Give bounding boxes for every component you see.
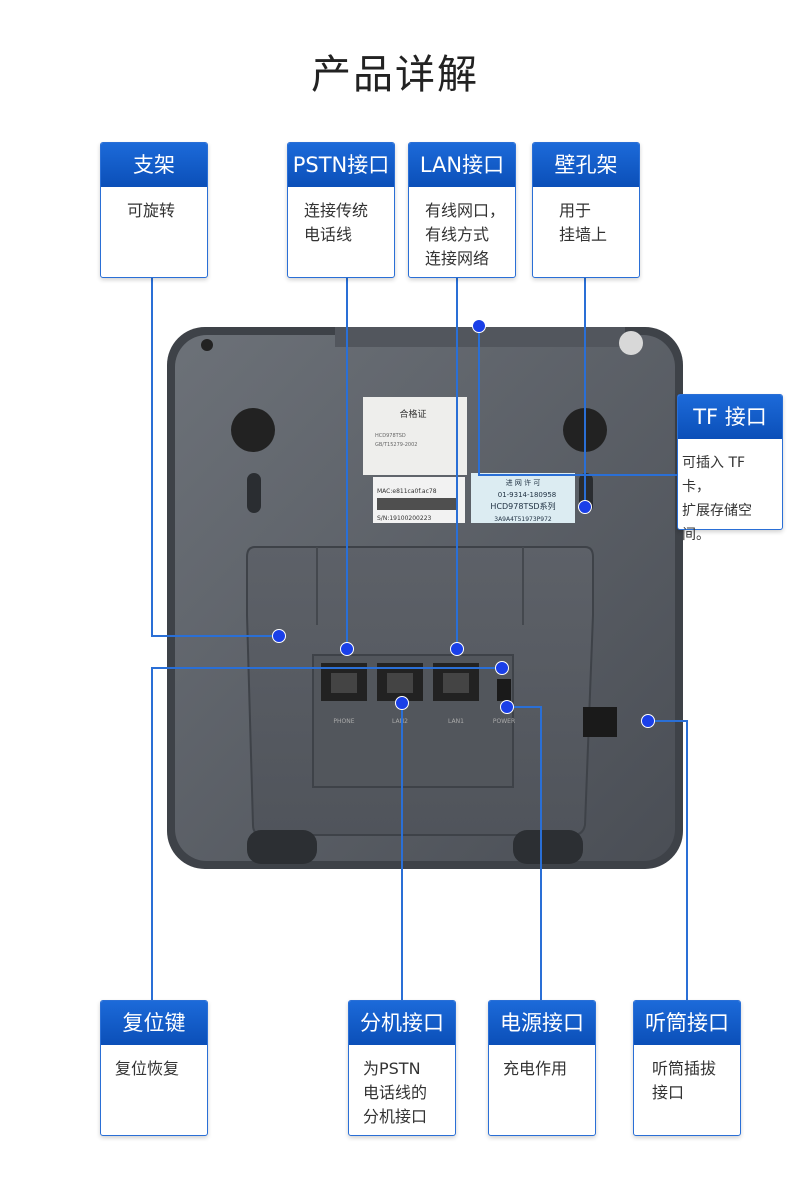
leader-line: [686, 720, 688, 1001]
net-model: HCD978TSD系列: [490, 501, 555, 511]
certificate-label: [363, 397, 467, 475]
leader-line: [151, 635, 279, 637]
keyhole-left: [247, 473, 261, 513]
leader-line: [584, 277, 586, 507]
page-title: 产品详解: [311, 52, 479, 98]
callout-tf-desc: 可插入 TF 卡， 扩展存储空间。: [682, 455, 752, 543]
callout-wall-mount: 壁孔架 用于 挂墙上: [532, 142, 640, 278]
leader-line: [401, 703, 403, 1001]
callout-reset-title: 复位键: [101, 1001, 207, 1045]
net-title: 进 网 许 可: [506, 478, 541, 487]
port-power-label: POWER: [493, 718, 515, 725]
sn-text: S/N:19100200223: [377, 515, 432, 522]
foot-right: [513, 830, 583, 864]
callout-power-desc: 充电作用: [503, 1059, 568, 1078]
handset-jack: [583, 707, 617, 737]
net-code: 3A9A4T51973P972: [494, 516, 552, 523]
callout-extension: 分机接口 为PSTN 电话线的 分机接口: [348, 1000, 456, 1136]
marker-dot: [641, 714, 655, 728]
callout-stand-title: 支架: [101, 143, 207, 187]
leader-line: [456, 277, 458, 649]
port-phone-label: PHONE: [333, 718, 354, 725]
callout-tf: TF 接口 可插入 TF 卡， 扩展存储空间。: [677, 394, 783, 543]
net-no: 01-9314-180958: [498, 491, 557, 499]
port-lan2-label: LAN2: [392, 718, 408, 725]
callout-pstn-desc: 连接传统 电话线: [304, 201, 369, 244]
leader-line: [507, 706, 542, 708]
leader-line: [478, 326, 480, 476]
leader-line: [478, 474, 678, 476]
callout-lan: LAN接口 有线网口， 有线方式 连接网络: [408, 142, 516, 278]
callout-tf-title: TF 接口: [678, 395, 782, 439]
cert-title: 合格证: [399, 408, 426, 420]
mac-text: MAC:e811ca0f.ac78: [377, 488, 437, 495]
marker-dot: [450, 642, 464, 656]
leader-line: [346, 277, 348, 649]
leader-line: [151, 667, 153, 1001]
callout-pstn-title: PSTN接口: [288, 143, 394, 187]
foot-left: [247, 830, 317, 864]
callout-pstn: PSTN接口 连接传统 电话线: [287, 142, 395, 278]
marker-dot: [578, 500, 592, 514]
callout-reset-desc: 复位恢复: [115, 1059, 180, 1078]
callout-ext-title: 分机接口: [349, 1001, 455, 1045]
leader-line: [648, 720, 688, 722]
callout-handset-desc: 听筒插拔 接口: [652, 1059, 717, 1102]
marker-dot: [495, 661, 509, 675]
callout-ext-desc: 为PSTN 电话线的 分机接口: [363, 1059, 428, 1126]
network-license-label: [471, 473, 575, 523]
tf-slot: [619, 331, 643, 355]
callout-power: 电源接口 充电作用: [488, 1000, 596, 1136]
marker-dot: [395, 696, 409, 710]
callout-stand: 支架 可旋转: [100, 142, 208, 278]
callout-wall-title: 壁孔架: [533, 143, 639, 187]
callout-handset-title: 听筒接口: [634, 1001, 740, 1045]
marker-dot: [500, 700, 514, 714]
phone-back-illustration: 合格证 HCD978TSD GB/T15279-2002 MAC:e811ca0…: [167, 327, 683, 869]
marker-dot: [272, 629, 286, 643]
leader-line: [540, 706, 542, 1001]
cert-std: GB/T15279-2002: [375, 442, 417, 448]
callout-stand-desc: 可旋转: [127, 201, 176, 220]
callout-lan-desc: 有线网口， 有线方式 连接网络: [425, 201, 506, 268]
marker-dot: [472, 319, 486, 333]
marker-dot: [340, 642, 354, 656]
port-lan1-label: LAN1: [448, 718, 464, 725]
leader-line: [151, 277, 153, 636]
callout-handset: 听筒接口 听筒插拔 接口: [633, 1000, 741, 1136]
port-power: [497, 679, 511, 701]
callout-power-title: 电源接口: [489, 1001, 595, 1045]
cert-model: HCD978TSD: [375, 433, 406, 439]
callout-wall-desc: 用于 挂墙上: [559, 201, 608, 244]
callout-reset: 复位键 复位恢复: [100, 1000, 208, 1136]
callout-lan-title: LAN接口: [409, 143, 515, 187]
leader-line: [151, 667, 499, 669]
